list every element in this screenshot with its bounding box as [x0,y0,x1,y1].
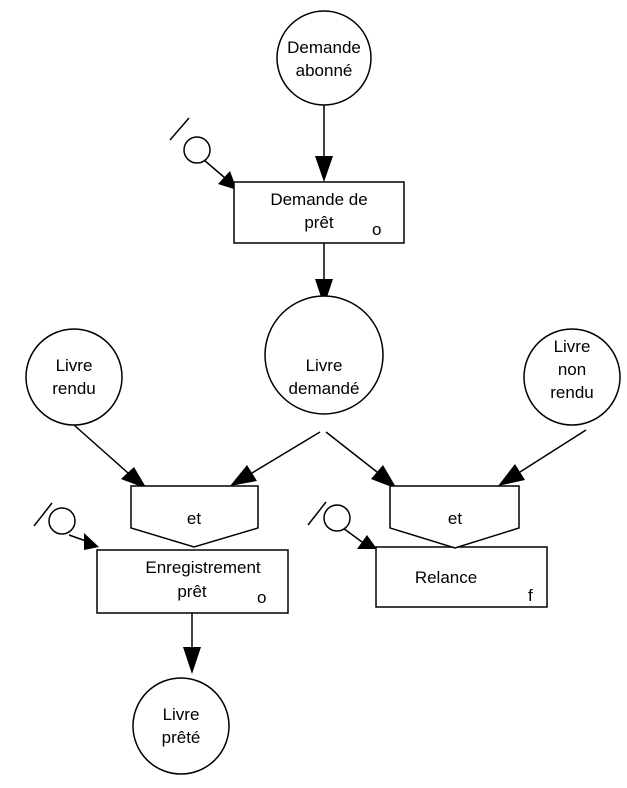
event-label-line: Livre [163,705,200,724]
synchro-label: et [448,509,462,528]
arrowhead [121,467,147,489]
arrowhead [315,156,333,182]
operation-flag: f [528,586,533,605]
event-label-line: rendu [550,383,593,402]
operation-label-line: Demande de [270,190,367,209]
operation-relance: Relance f [375,546,548,608]
trigger-icon-enregistrement-pret [33,502,99,550]
event-label-line: non [558,360,586,379]
event-label-line: prêté [162,728,201,747]
operation-demande-pret: Demande de prêt o [233,181,405,244]
edge-livre-non-rendu-to-et-right [519,429,587,473]
event-livre-prete: Livre prêté [132,677,230,775]
event-demande-abonne: Demande abonné [276,10,372,106]
operation-label-line: prêt [177,582,207,601]
event-label-line: Livre [56,356,93,375]
edge-livre-demande-to-et-left [251,431,321,474]
arrowhead [498,464,525,486]
arrowhead [315,279,333,306]
edge-livre-demande-to-et-right [325,431,378,473]
operation-label-line: prêt [304,213,334,232]
operation-flag: o [257,588,266,607]
arrowhead [230,465,257,486]
edge-livre-rendu-to-et-left [73,424,129,474]
operation-label-line: Enregistrement [145,558,261,577]
operation-label-line: Relance [415,568,477,587]
event-livre-rendu: Livre rendu [25,328,123,426]
synchro-label: et [187,509,201,528]
synchro-left: et [130,485,259,548]
event-livre-non-rendu: Livre non rendu [523,328,621,426]
arrowhead [371,465,397,489]
operation-flag: o [372,220,381,239]
operation-enregistrement-pret: Enregistrement prêt o [96,549,289,614]
arrowhead [183,647,201,674]
event-label-line: Livre [306,356,343,375]
event-label-line: abonné [296,61,353,80]
event-label-line: Livre [554,337,591,356]
event-label-line: demandé [289,379,360,398]
trigger-icon-demande-pret [169,117,237,190]
event-label-line: Demande [287,38,361,57]
event-livre-demande: Livre demandé [264,295,384,415]
event-label-line: rendu [52,379,95,398]
synchro-right: et [389,485,520,549]
trigger-icon-relance [307,501,377,549]
